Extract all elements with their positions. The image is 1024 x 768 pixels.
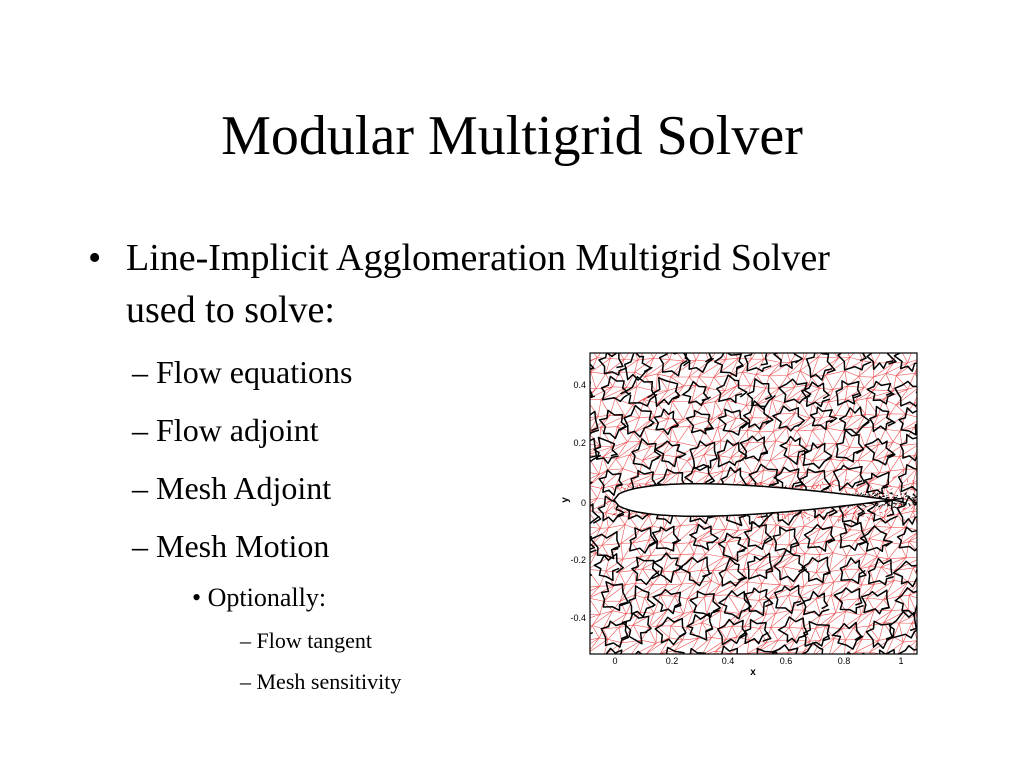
dash-mark: – bbox=[132, 412, 148, 448]
sub-item-text: Flow adjoint bbox=[156, 412, 319, 448]
x-tick-label: 0 bbox=[612, 656, 617, 666]
slide-title: Modular Multigrid Solver bbox=[221, 105, 803, 167]
sub2-item-optionally: • Optionally: bbox=[192, 582, 326, 614]
sub3-item-mesh-sensitivity: – Mesh sensitivity bbox=[240, 668, 401, 696]
airfoil-shape bbox=[613, 482, 904, 518]
dash-mark: – bbox=[132, 528, 148, 564]
x-tick-label: 0.2 bbox=[666, 656, 679, 666]
x-tick-label: 0.8 bbox=[838, 656, 851, 666]
main-bullet-text: Line-Implicit Agglomeration Multigrid So… bbox=[126, 237, 830, 331]
plot-frame bbox=[589, 352, 918, 655]
sub-item-text: Mesh Adjoint bbox=[156, 470, 332, 506]
dash-mark: – bbox=[132, 470, 148, 506]
sub3-item-text: Mesh sensitivity bbox=[256, 669, 402, 694]
sub3-item-flow-tangent: – Flow tangent bbox=[240, 627, 372, 655]
sub-item-flow-equations: – Flow equations bbox=[132, 352, 352, 392]
sub-item-text: Mesh Motion bbox=[156, 528, 330, 564]
x-axis-label: x bbox=[750, 667, 756, 678]
main-bullet: • Line-Implicit Agglomeration Multigrid … bbox=[88, 232, 868, 336]
bullet-mark: • bbox=[192, 583, 202, 612]
agglomeration-lines bbox=[590, 353, 917, 654]
y-tick-label: 0 bbox=[581, 498, 586, 508]
sub2-item-text: Optionally: bbox=[207, 583, 327, 612]
sub-item-text: Flow equations bbox=[156, 354, 353, 390]
sub-item-mesh-adjoint: – Mesh Adjoint bbox=[132, 468, 331, 508]
sub-item-flow-adjoint: – Flow adjoint bbox=[132, 410, 319, 450]
sub3-item-text: Flow tangent bbox=[256, 628, 373, 653]
y-axis-label: y bbox=[560, 497, 571, 503]
sub-item-mesh-motion: – Mesh Motion bbox=[132, 526, 329, 566]
mesh-figure: 0.4 0.2 0 -0.2 -0.4 y 0 0.2 0.4 0.6 0.8 … bbox=[548, 340, 928, 680]
dash-mark: – bbox=[132, 354, 148, 390]
x-tick-label: 0.4 bbox=[722, 656, 735, 666]
y-tick-label: 0.2 bbox=[573, 438, 586, 448]
y-tick-label: 0.4 bbox=[573, 380, 586, 390]
dash-mark: – bbox=[240, 628, 251, 653]
x-tick-label: 1 bbox=[898, 656, 903, 666]
bullet-mark: • bbox=[88, 237, 102, 279]
x-tick-label: 0.6 bbox=[780, 656, 793, 666]
y-tick-label: -0.4 bbox=[570, 613, 586, 623]
mesh-plot: 0.4 0.2 0 -0.2 -0.4 y 0 0.2 0.4 0.6 0.8 … bbox=[560, 352, 918, 678]
dash-mark: – bbox=[240, 669, 251, 694]
y-tick-label: -0.2 bbox=[570, 555, 586, 565]
